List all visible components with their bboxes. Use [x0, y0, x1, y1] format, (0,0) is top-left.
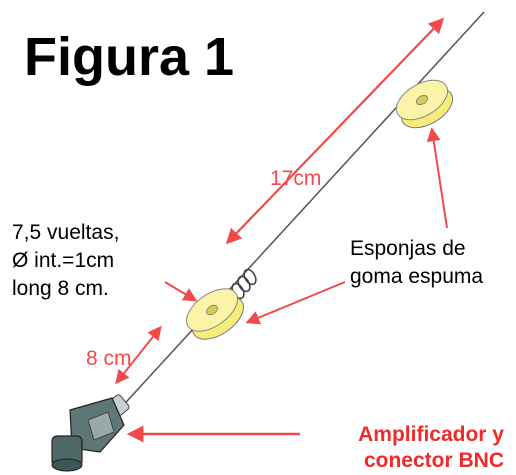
dimension-17cm-label: 17cm: [270, 167, 322, 190]
dimension-8cm-arrow: [115, 325, 162, 385]
dimension-17cm-arrow: [225, 17, 445, 245]
foam-pointer-arrow-upper: [426, 127, 448, 229]
amplifier-label-line1: Amplificador y: [358, 423, 504, 446]
foam-label-line1: Esponjas de: [350, 237, 466, 260]
coil-label-line1: 7,5 vueltas,: [12, 221, 120, 244]
foam-sponge-lower: [186, 288, 244, 340]
coil-label-line3: long 8 cm.: [12, 277, 109, 300]
bnc-connector: [51, 394, 130, 472]
dimension-8cm-label: 8 cm: [86, 347, 132, 370]
amplifier-label-line2: conector BNC: [363, 449, 504, 472]
foam-label-line2: goma espuma: [350, 265, 484, 288]
figure-title: Figura 1: [24, 27, 235, 87]
coil-pointer-arrow: [164, 281, 198, 302]
foam-sponge-upper: [395, 79, 454, 129]
coil-label-line2: Ø int.=1cm: [12, 249, 115, 272]
foam-pointer-arrow-lower: [245, 281, 346, 325]
